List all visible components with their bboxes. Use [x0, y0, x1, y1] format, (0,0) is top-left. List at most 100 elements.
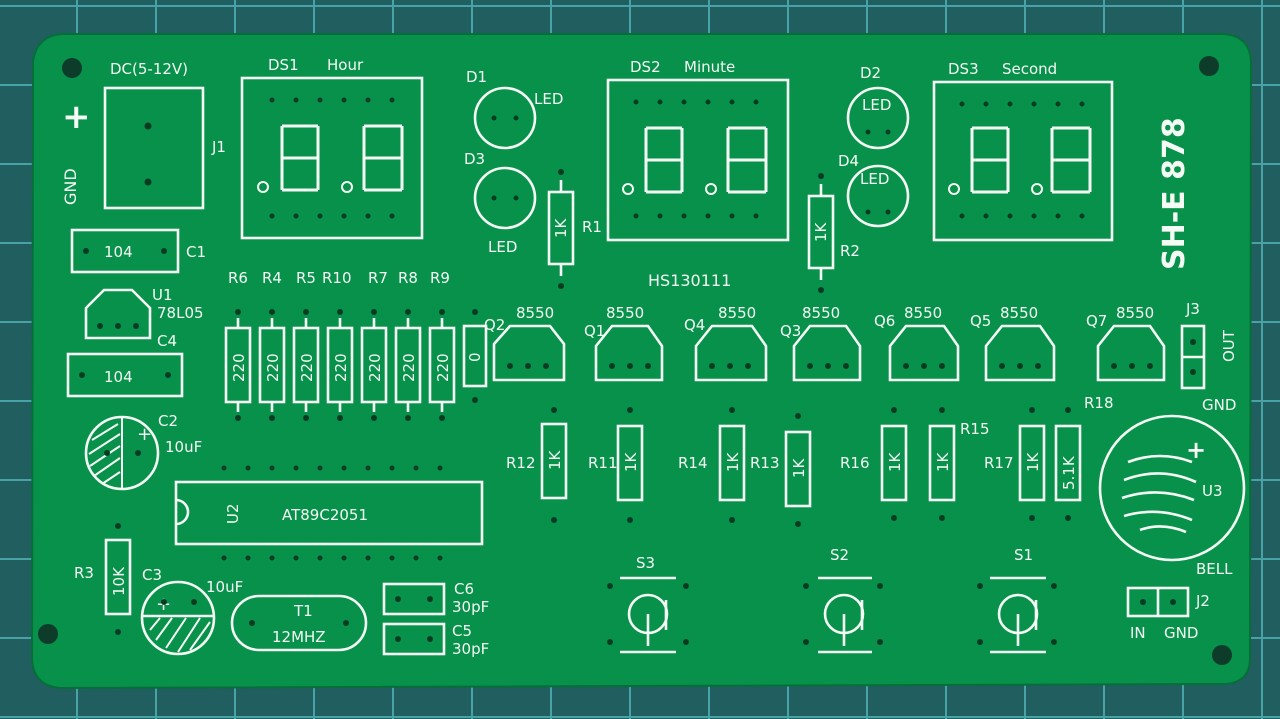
switch-s1: S1: [977, 546, 1057, 654]
j1-label: J1: [211, 138, 226, 156]
mounting-holes: [38, 56, 1232, 665]
svg-text:1K: 1K: [546, 449, 564, 470]
plus-label: +: [62, 97, 91, 137]
capacitor-c4: C4 104: [66, 332, 184, 398]
transistor-q3: Q3 8550: [780, 304, 862, 382]
svg-text:D1: D1: [466, 68, 487, 86]
svg-text:1K: 1K: [934, 451, 952, 472]
svg-text:R8: R8: [398, 269, 418, 287]
svg-text:8550: 8550: [718, 304, 756, 322]
regulator-u1: U1 78L05: [84, 286, 204, 340]
resistor-r15: 1K R15: [928, 407, 990, 521]
svg-text:OUT: OUT: [1220, 329, 1238, 362]
svg-text:104: 104: [104, 368, 133, 386]
svg-text:5.1K: 5.1K: [1060, 455, 1078, 490]
resistor-array-220: 220 220 220 220 220: [224, 309, 488, 421]
svg-text:C3: C3: [142, 566, 162, 584]
svg-text:8550: 8550: [904, 304, 942, 322]
svg-text:1K: 1K: [724, 451, 742, 472]
led-d4: D4 LED: [838, 152, 910, 228]
svg-text:1K: 1K: [552, 217, 570, 238]
resistor-r2: 1K R2: [807, 173, 860, 293]
capacitor-c2: C2 10uF +: [84, 412, 202, 491]
svg-text:GND: GND: [1202, 396, 1236, 414]
svg-text:Q1: Q1: [584, 322, 605, 340]
connector-j3: J3 OUT GND: [1180, 300, 1238, 414]
svg-text:1K: 1K: [790, 457, 808, 478]
mcu-u2: U2 AT89C2051: [174, 465, 484, 561]
svg-text:D3: D3: [464, 150, 485, 168]
resistor-r12: R12 1K: [506, 407, 568, 523]
svg-text:220: 220: [298, 353, 316, 382]
svg-text:R10: R10: [322, 269, 352, 287]
svg-text:GND: GND: [1164, 624, 1198, 642]
resistor-r11: R11 1K: [588, 407, 644, 523]
svg-text:R11: R11: [588, 454, 618, 472]
transistor-q1: Q1 8550: [584, 304, 664, 382]
transistor-q6: Q6 8550: [874, 304, 960, 382]
svg-text:R1: R1: [582, 218, 602, 236]
display-ds3-second: DS3 Second: [932, 60, 1114, 242]
svg-text:S2: S2: [830, 546, 849, 564]
svg-text:J2: J2: [1195, 592, 1210, 610]
svg-text:8550: 8550: [1000, 304, 1038, 322]
dc-jack-j1: DC(5-12V) + GND J1: [61, 60, 226, 210]
capacitor-c3: C3 10uF +: [140, 566, 243, 656]
svg-text:30pF: 30pF: [452, 640, 489, 658]
svg-text:R14: R14: [678, 454, 708, 472]
svg-text:1K: 1K: [812, 221, 830, 242]
switch-s2: S2: [803, 546, 883, 654]
svg-text:1K: 1K: [622, 451, 640, 472]
svg-text:Q7: Q7: [1086, 312, 1107, 330]
svg-text:U2: U2: [224, 503, 242, 524]
svg-text:S3: S3: [636, 554, 655, 572]
svg-text:IN: IN: [1130, 624, 1146, 642]
capacitor-c5: C5 30pF: [382, 622, 489, 658]
svg-text:8550: 8550: [606, 304, 644, 322]
svg-text:220: 220: [434, 353, 452, 382]
switch-s3: S3: [607, 554, 689, 654]
led-d1: D1 LED: [466, 68, 563, 150]
transistor-q4: Q4 8550: [684, 304, 768, 382]
svg-text:220: 220: [400, 353, 418, 382]
crystal-t1: T1 12MHZ: [230, 594, 368, 652]
svg-text:+: +: [1186, 436, 1206, 464]
svg-text:1K: 1K: [886, 451, 904, 472]
svg-text:R7: R7: [368, 269, 388, 287]
svg-text:R16: R16: [840, 454, 870, 472]
resistor-r18: R18 5.1K: [1054, 394, 1114, 521]
svg-text:R5: R5: [296, 269, 316, 287]
svg-text:220: 220: [332, 353, 350, 382]
svg-text:+: +: [137, 424, 152, 445]
svg-text:220: 220: [264, 353, 282, 382]
svg-text:10uF: 10uF: [165, 438, 202, 456]
svg-text:R6: R6: [228, 269, 248, 287]
svg-text:R17: R17: [984, 454, 1014, 472]
svg-text:Q5: Q5: [970, 312, 991, 330]
resistor-r13: R13 1K: [750, 413, 812, 527]
svg-text:30pF: 30pF: [452, 598, 489, 616]
svg-text:J3: J3: [1185, 300, 1200, 318]
svg-text:Second: Second: [1002, 60, 1057, 78]
gnd-left-label: GND: [61, 168, 80, 205]
pcb-substrate: [30, 33, 1253, 690]
svg-text:220: 220: [230, 353, 248, 382]
svg-text:S1: S1: [1014, 546, 1033, 564]
display-ds1-hour: DS1 Hour: [240, 56, 424, 240]
svg-text:BELL: BELL: [1196, 560, 1233, 578]
svg-text:LED: LED: [862, 96, 891, 114]
svg-text:LED: LED: [534, 90, 563, 108]
svg-text:DS1: DS1: [268, 56, 299, 74]
svg-text:10uF: 10uF: [206, 578, 243, 596]
connector-j2: J2 IN GND: [1126, 586, 1210, 642]
svg-text:C4: C4: [157, 332, 177, 350]
svg-text:C6: C6: [454, 580, 474, 598]
svg-text:R9: R9: [430, 269, 450, 287]
svg-text:R2: R2: [840, 242, 860, 260]
svg-text:DS3: DS3: [948, 60, 979, 78]
svg-text:C1: C1: [186, 243, 206, 261]
svg-text:R18: R18: [1084, 394, 1114, 412]
svg-text:C2: C2: [158, 412, 178, 430]
transistor-q5: Q5 8550: [970, 304, 1056, 382]
